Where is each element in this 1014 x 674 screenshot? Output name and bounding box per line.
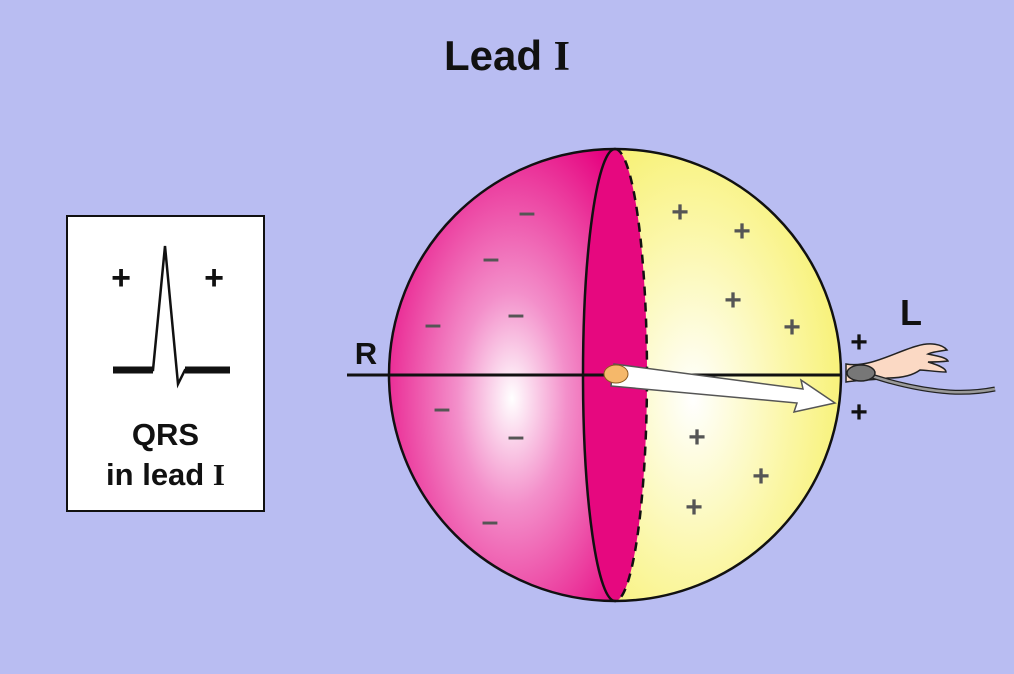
sa-node-dot [604, 365, 628, 383]
positive-charge-sign: + [733, 215, 751, 248]
right-arm-label: R [355, 336, 377, 371]
negative-charge-sign: – [519, 196, 536, 229]
positive-charge-sign: + [671, 196, 689, 229]
positive-charge-sign: + [752, 460, 770, 493]
positive-charge-sign: + [783, 311, 801, 344]
negative-charge-sign: – [482, 505, 499, 538]
negative-charge-sign: – [483, 242, 500, 275]
negative-charge-sign: – [434, 392, 451, 425]
left-arm-label: L [900, 292, 922, 333]
negative-charge-sign: – [425, 308, 442, 341]
negative-charge-sign: – [508, 420, 525, 453]
positive-charge-sign: + [688, 421, 706, 454]
positive-charge-sign: + [724, 284, 742, 317]
negative-charge-sign: – [508, 298, 525, 331]
electrode-plus-bottom: + [850, 396, 868, 429]
arm-illustration [846, 344, 995, 392]
electrode-plus-top: + [850, 326, 868, 359]
positive-charge-sign: + [685, 491, 703, 524]
